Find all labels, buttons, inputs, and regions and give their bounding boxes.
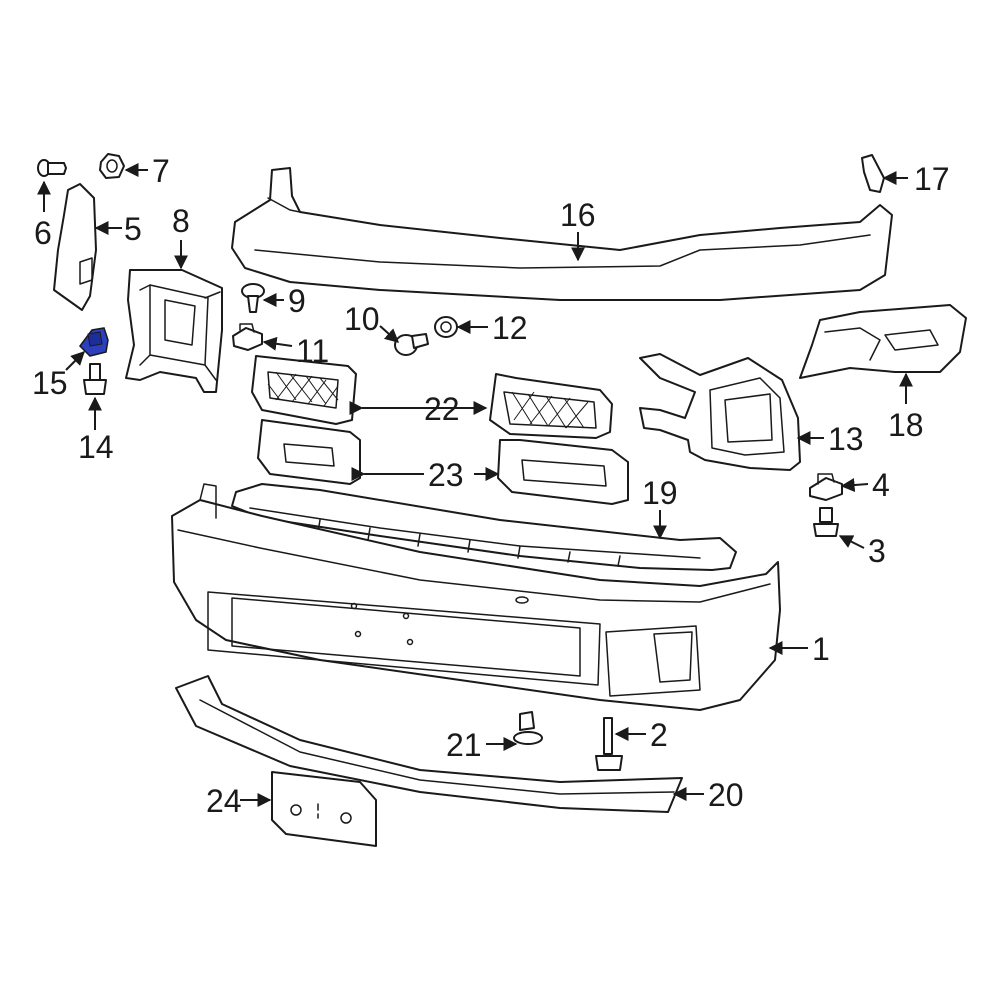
part-10-push-pin[interactable] [394, 333, 429, 356]
callout-24: 24 [206, 783, 242, 819]
part-13-mounting-bracket[interactable] [639, 353, 801, 471]
part-5-side-bracket[interactable] [53, 183, 97, 311]
callout-13: 13 [828, 421, 864, 457]
callout-6: 6 [34, 215, 52, 251]
part-1-front-bumper[interactable] [171, 483, 781, 711]
callout-12: 12 [492, 310, 528, 346]
part-15-clip-highlighted[interactable] [79, 327, 109, 357]
part-12-nut[interactable] [434, 316, 458, 338]
part-24-license-bracket[interactable] [271, 771, 377, 847]
part-23-bezel-left[interactable] [257, 419, 361, 485]
callout-19: 19 [642, 475, 678, 511]
part-14-bolt[interactable] [83, 363, 107, 395]
callout-22: 22 [424, 391, 460, 427]
part-7-nut[interactable] [99, 153, 125, 179]
part-18-side-cover[interactable] [799, 304, 967, 379]
part-20-lower-valance[interactable] [175, 675, 683, 813]
part-23-bezel-right[interactable] [497, 439, 629, 505]
callout-5: 5 [124, 211, 142, 247]
callout-21: 21 [446, 727, 482, 763]
part-4-clip-nut[interactable] [809, 473, 843, 501]
callout-3: 3 [868, 533, 886, 569]
part-22-grille-right[interactable] [489, 373, 613, 439]
callout-17: 17 [914, 161, 950, 197]
callout-14: 14 [78, 429, 114, 465]
part-22-grille-left[interactable] [251, 355, 357, 425]
callout-arrows [37, 163, 913, 807]
callout-labels: 1 2 3 4 5 6 7 8 9 10 11 12 13 14 15 16 1… [32, 153, 950, 819]
callout-1: 1 [812, 631, 830, 667]
callout-2: 2 [650, 717, 668, 753]
callout-16: 16 [560, 197, 596, 233]
callout-9: 9 [288, 283, 306, 319]
part-16-upper-cover[interactable] [231, 167, 893, 301]
callout-10: 10 [344, 301, 380, 337]
part-21-push-pin[interactable] [513, 711, 543, 745]
callout-18: 18 [888, 407, 924, 443]
callout-7: 7 [152, 153, 170, 189]
part-17-bracket[interactable] [861, 154, 885, 193]
callout-15: 15 [32, 365, 68, 401]
callout-11: 11 [296, 333, 329, 369]
callout-20: 20 [708, 777, 744, 813]
callout-8: 8 [172, 203, 190, 239]
part-3-bolt[interactable] [813, 507, 839, 537]
part-11-clip-nut[interactable] [232, 323, 263, 351]
callout-4: 4 [872, 467, 890, 503]
part-6-push-pin[interactable] [37, 159, 67, 177]
part-8-mounting-bracket[interactable] [125, 269, 223, 393]
part-2-bolt[interactable] [595, 717, 623, 771]
callout-23: 23 [428, 457, 464, 493]
part-9-push-pin[interactable] [241, 283, 265, 313]
